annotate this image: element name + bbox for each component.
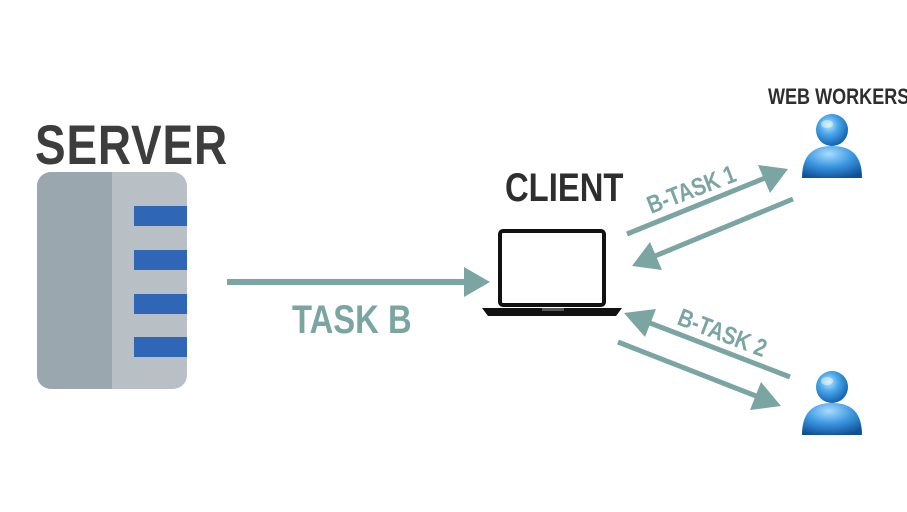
user-icon — [802, 371, 862, 435]
server-slot — [134, 206, 187, 226]
server-slot — [134, 337, 187, 357]
web-workers-label: WEB WORKERS — [768, 84, 907, 109]
laptop-icon — [482, 229, 622, 316]
server-slot — [134, 294, 187, 314]
client-label: CLIENT — [505, 166, 624, 210]
b-task-1-request-arrow — [626, 165, 788, 237]
b-task-1-response-arrow — [632, 196, 794, 270]
server-slot — [134, 250, 187, 270]
user-icon — [802, 114, 862, 178]
b-task-2-request-arrow — [617, 339, 781, 410]
b-task-2-response-arrow — [624, 309, 791, 380]
server-label: SERVER — [35, 113, 228, 176]
server-icon — [37, 172, 187, 389]
task-b-arrow — [227, 267, 490, 297]
task-b-label: TASK B — [292, 298, 412, 342]
